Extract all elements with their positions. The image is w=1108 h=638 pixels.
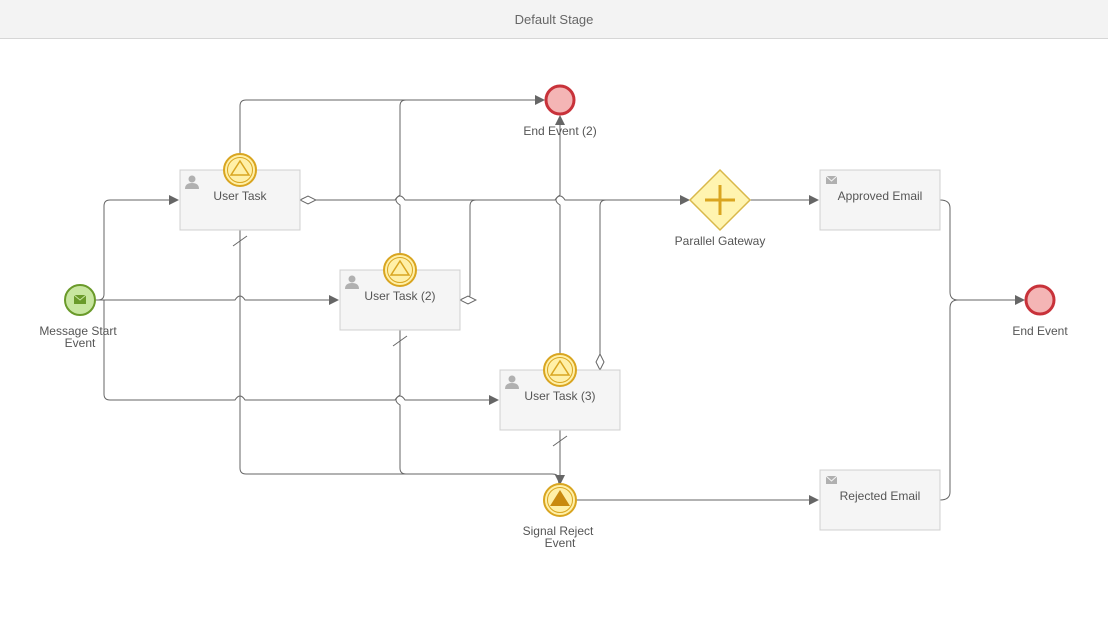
flow-rejected-email-to-end-event[interactable] xyxy=(939,299,959,501)
signal-reject-event[interactable]: Signal Reject Event xyxy=(523,483,594,550)
flow-user-task-3-to-end-event-2[interactable] xyxy=(555,115,565,354)
signal-reject-label-line1: Signal Reject xyxy=(523,524,594,538)
rejected-email-label: Rejected Email xyxy=(840,489,921,503)
parallel-gateway[interactable]: Parallel Gateway xyxy=(675,168,766,248)
flow-user-task-2-to-gateway[interactable] xyxy=(460,199,500,300)
user-icon xyxy=(505,375,519,389)
end-event-2-label: End Event (2) xyxy=(523,124,596,138)
envelope-icon xyxy=(825,475,838,484)
user-icon xyxy=(185,175,199,189)
user-task-3[interactable]: User Task (3) xyxy=(499,353,621,431)
stage-title: Default Stage xyxy=(0,0,1108,39)
user-task-1[interactable]: User Task xyxy=(179,153,301,231)
message-start-label-line2: Event xyxy=(65,336,96,350)
parallel-gateway-label: Parallel Gateway xyxy=(675,234,766,248)
flow-user-task-to-end-event-2[interactable] xyxy=(239,95,545,154)
flow-start-to-user-task-2[interactable] xyxy=(96,295,339,305)
end-event-2[interactable]: End Event (2) xyxy=(523,84,597,138)
approved-email-task[interactable]: Approved Email xyxy=(819,169,941,231)
user-task-1-label: User Task xyxy=(213,189,267,203)
message-start-event[interactable]: Message Start Event xyxy=(39,284,117,350)
user-task-2-label: User Task (2) xyxy=(364,289,435,303)
flow-start-to-user-task[interactable] xyxy=(96,195,179,301)
envelope-icon xyxy=(73,294,87,304)
plus-icon xyxy=(705,185,735,215)
signal-icon[interactable] xyxy=(223,153,257,187)
signal-icon xyxy=(550,490,570,506)
flow-user-task-2-to-end-event-2[interactable] xyxy=(395,99,430,254)
flow-user-task-to-gateway[interactable] xyxy=(300,196,689,200)
user-task-3-label: User Task (3) xyxy=(524,389,595,403)
flow-user-task-2-to-signal-reject[interactable] xyxy=(395,330,540,475)
end-event[interactable]: End Event xyxy=(1012,284,1068,338)
approved-email-label: Approved Email xyxy=(838,189,923,203)
rejected-email-task[interactable]: Rejected Email xyxy=(819,469,941,531)
message-start-label-line1: Message Start xyxy=(39,324,117,338)
signal-reject-label-line2: Event xyxy=(545,536,576,550)
user-icon xyxy=(345,275,359,289)
envelope-icon xyxy=(825,175,838,184)
user-task-2[interactable]: User Task (2) xyxy=(339,253,461,331)
signal-icon[interactable] xyxy=(383,253,417,287)
end-event-label: End Event xyxy=(1012,324,1068,338)
signal-icon[interactable] xyxy=(543,353,577,387)
flow-user-task-3-to-gateway[interactable] xyxy=(600,199,620,370)
flow-approved-email-to-end-event[interactable] xyxy=(939,199,1025,305)
